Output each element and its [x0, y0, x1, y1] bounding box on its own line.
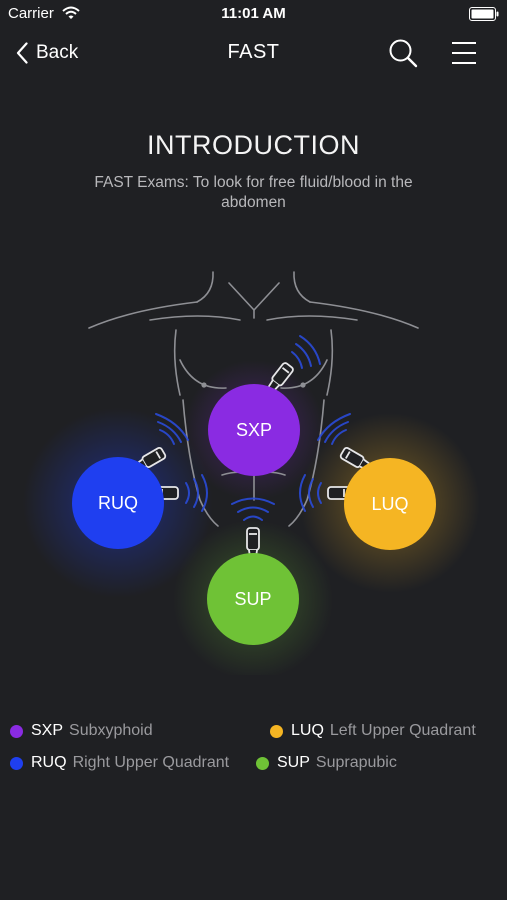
legend-dot-luq: [270, 724, 283, 738]
navigation-bar: Back FAST: [0, 28, 507, 78]
page-title: FAST: [227, 41, 280, 63]
legend-description: Suprapubic: [315, 754, 397, 771]
legend-code: SXP: [31, 722, 64, 739]
status-time: 11:01 AM: [221, 5, 286, 22]
back-label: Back: [36, 42, 79, 63]
zone-luq-button[interactable]: LUQ: [344, 458, 436, 550]
legend-description: Left Upper Quadrant: [329, 722, 476, 739]
section-subtitle: FAST Exams: To look for free fluid/blood…: [94, 174, 413, 211]
zone-sxp-label: SXP: [235, 419, 273, 440]
legend-item-luq: LUQ Left Upper Quadrant: [270, 722, 476, 740]
search-icon[interactable]: [388, 38, 418, 68]
legend-dot-sup: [256, 756, 269, 770]
section-title: INTRODUCTION: [147, 130, 360, 160]
legend-item-sup: SUP Suprapubic: [256, 754, 397, 772]
legend-description: Right Upper Quadrant: [72, 754, 230, 771]
legend-dot-ruq: [10, 756, 23, 770]
zone-ruq-button[interactable]: RUQ: [72, 457, 164, 549]
legend-item-sxp: SXP Subxyphoid: [10, 722, 153, 740]
zone-legend: SXP Subxyphoid LUQ Left Upper Quadrant R…: [0, 718, 507, 788]
zone-ruq-label: RUQ: [98, 492, 138, 513]
chevron-left-icon: [16, 42, 28, 64]
zone-sup-label: SUP: [234, 588, 272, 609]
battery-icon: [469, 7, 499, 21]
zone-sup-button[interactable]: SUP: [207, 553, 299, 645]
fast-diagram: SXP RUQ LUQ SUP: [0, 255, 507, 675]
legend-code: SUP: [277, 754, 310, 771]
menu-icon[interactable]: [450, 40, 478, 66]
zone-sxp-button[interactable]: SXP: [208, 384, 300, 476]
wifi-icon: [62, 6, 80, 19]
legend-item-ruq: RUQ Right Upper Quadrant: [10, 754, 229, 772]
legend-code: LUQ: [291, 722, 324, 739]
legend-dot-sxp: [10, 724, 23, 738]
legend-description: Subxyphoid: [69, 722, 153, 739]
carrier-label: Carrier: [8, 5, 54, 22]
status-bar: Carrier 11:01 AM: [0, 0, 507, 28]
back-button[interactable]: Back: [16, 38, 78, 68]
zone-luq-label: LUQ: [371, 493, 409, 514]
legend-code: RUQ: [31, 754, 67, 771]
